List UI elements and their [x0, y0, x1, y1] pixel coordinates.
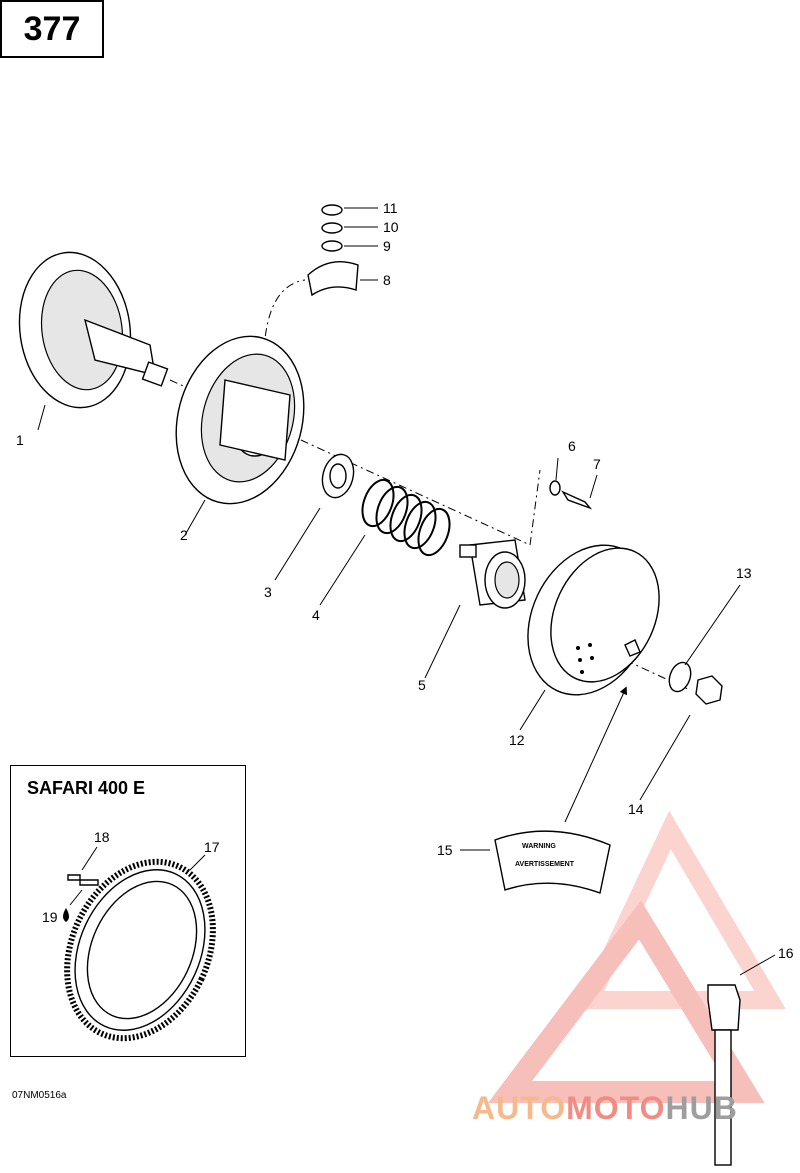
callout-18: 18 — [94, 829, 110, 845]
long-bolt — [707, 984, 741, 1166]
warning-decal: WARNING AVERTISSEMENT — [494, 830, 611, 894]
callout-16: 16 — [778, 945, 794, 961]
retaining-ring-hole — [329, 463, 347, 489]
axis-line-bolt — [529, 469, 541, 546]
callout-9: 9 — [383, 238, 391, 254]
page-number: 377 — [0, 0, 104, 58]
thread-locker-drop-icon — [63, 908, 69, 922]
governor-cup-cover — [527, 544, 660, 696]
callout-6: 6 — [568, 438, 576, 454]
flat-washer — [668, 661, 692, 693]
callout-7: 7 — [593, 456, 601, 472]
o-ring — [321, 222, 343, 234]
callout-15: 15 — [437, 842, 453, 858]
model-inset-box: SAFARI 400 E — [10, 765, 246, 1057]
callout-5: 5 — [418, 677, 426, 693]
slider-shoe — [307, 261, 359, 297]
callout-14: 14 — [628, 801, 644, 817]
leader-lines — [37, 207, 776, 976]
callout-19: 19 — [42, 909, 58, 925]
ring-gear-screw — [67, 874, 99, 886]
spider-hub — [459, 539, 526, 609]
callout-13: 13 — [736, 565, 752, 581]
sliding-sheave — [175, 335, 305, 505]
brand-part-3: HUB — [665, 1090, 738, 1126]
decal-avertissement-text: AVERTISSEMENT — [515, 861, 575, 868]
drawing-code: 07NM0516a — [12, 1090, 67, 1101]
nut — [695, 675, 723, 705]
brand-part-1: AUTO — [472, 1090, 567, 1126]
watermark-logo — [487, 810, 786, 1103]
washer — [549, 480, 561, 496]
callout-8: 8 — [383, 272, 391, 288]
decal-warning-text: WARNING — [522, 843, 556, 850]
callout-2: 2 — [180, 527, 188, 543]
cap — [321, 204, 343, 216]
brand-part-2: MOTO — [566, 1090, 666, 1126]
callout-1: 1 — [16, 432, 24, 448]
callout-4: 4 — [312, 607, 320, 623]
ring-gear — [64, 858, 216, 1042]
callout-11: 11 — [383, 200, 398, 216]
cushion — [321, 240, 343, 252]
callout-3: 3 — [264, 584, 272, 600]
screw — [561, 490, 593, 510]
callout-17: 17 — [204, 839, 220, 855]
spring — [361, 478, 451, 557]
watermark-brand-text: AUTOMOTOHUB — [472, 1090, 738, 1127]
callout-10: 10 — [383, 219, 399, 235]
callout-12: 12 — [509, 732, 525, 748]
fixed-sheave — [18, 251, 169, 409]
inset-title: SAFARI 400 E — [27, 778, 146, 798]
